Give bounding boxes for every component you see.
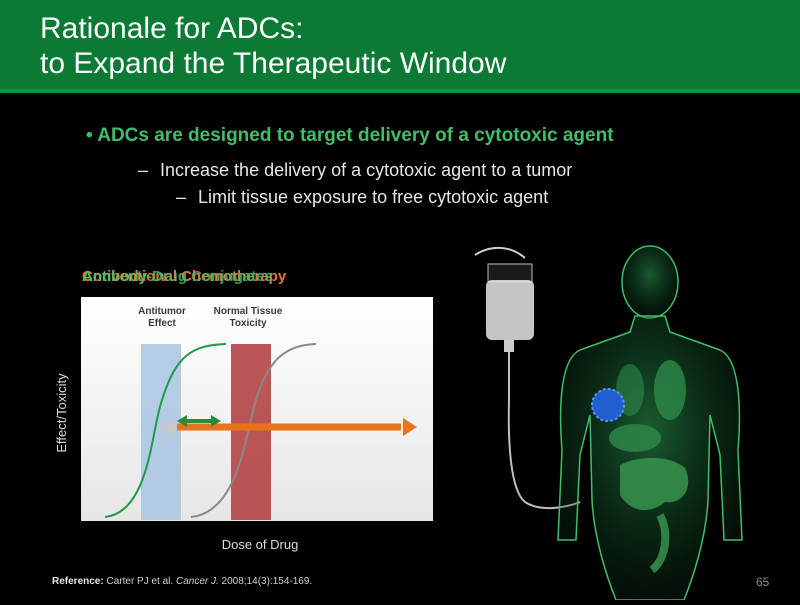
chart-svg	[104, 343, 417, 520]
reference-details: 2008;14(3):154-169.	[221, 576, 313, 587]
label-antibody: Antibody	[82, 268, 147, 285]
slide-title-line-1: Rationale for ADCs:	[40, 12, 304, 45]
heading-line: Normal Tissue	[213, 306, 283, 317]
main-bullet: • ADCs are designed to target delivery o…	[86, 125, 614, 147]
human-body-illustration	[470, 240, 800, 601]
header-rule	[0, 89, 800, 93]
reference-label: Reference:	[52, 576, 104, 587]
heading-line: Antitumor	[138, 306, 186, 317]
label-conventional-chemotherapy: Conventional Chemotherapy	[82, 268, 287, 285]
reference-journal: Cancer J.	[175, 576, 219, 587]
page-number: 65	[756, 575, 770, 589]
chart-heading-normal-tissue: Normal Tissue Toxicity	[208, 306, 288, 330]
antitumor-curve	[104, 343, 227, 518]
organs	[609, 360, 689, 574]
sub-bullet-2-text: Limit tissue exposure to free cytotoxic …	[198, 187, 549, 207]
bullet-mark: •	[86, 125, 93, 146]
green-window-arrow	[177, 415, 221, 427]
orange-window-arrow	[161, 418, 417, 436]
x-axis-label: Dose of Drug	[221, 537, 299, 552]
chart-heading-antitumor: Antitumor Effect	[132, 306, 192, 330]
reference-authors: Carter PJ et al.	[106, 576, 174, 587]
body-svg	[474, 245, 743, 601]
dash-mark: –	[176, 187, 187, 207]
therapeutic-window-chart	[81, 297, 433, 521]
body-silhouette	[557, 245, 743, 601]
heading-line: Toxicity	[229, 318, 267, 329]
reference-citation: Reference: Carter PJ et al. Cancer J. 20…	[52, 576, 312, 587]
sub-bullet-1-text: Increase the delivery of a cytotoxic age…	[160, 160, 573, 180]
toxicity-curve	[190, 343, 317, 518]
slide-header: Rationale for ADCs: to Expand the Therap…	[0, 0, 800, 93]
y-axis-label: Effect/Toxicity	[54, 373, 69, 453]
tumor-icon	[591, 388, 625, 422]
sub-bullet-1: –Increase the delivery of a cytotoxic ag…	[138, 160, 572, 181]
heading-line: Effect	[148, 318, 176, 329]
main-bullet-text: ADCs are designed to target delivery of …	[97, 125, 614, 146]
sub-bullet-2: –Limit tissue exposure to free cytotoxic…	[176, 187, 548, 208]
label-antibody-drug-conjugates: Antibody-Drug Conjugates	[82, 268, 273, 285]
chart-overlay-labels: Conventional Chemotherapy Antibody Antib…	[82, 268, 342, 290]
slide-title-line-2: to Expand the Therapeutic Window	[40, 47, 507, 80]
toxicity-band	[231, 344, 271, 520]
dash-mark: –	[138, 160, 149, 180]
